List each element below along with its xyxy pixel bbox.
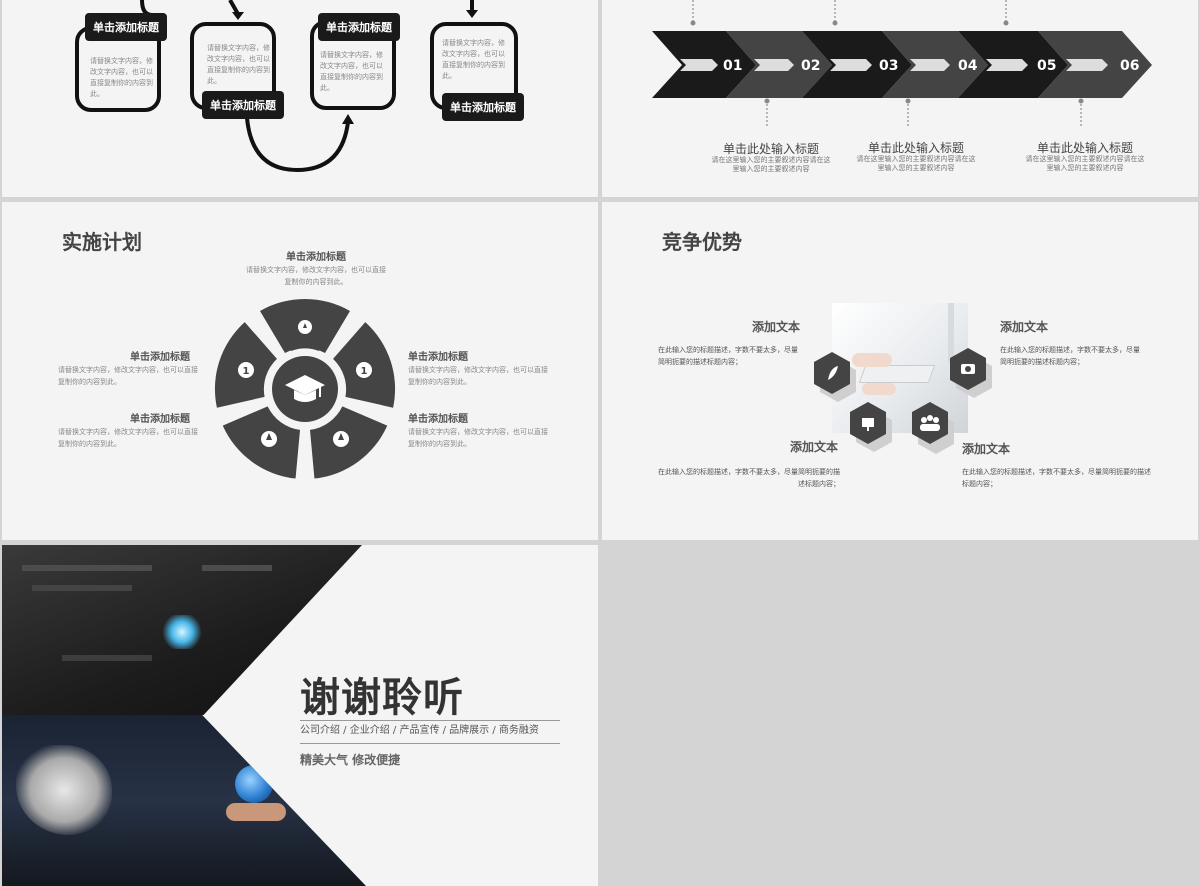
plan-label-top[interactable]: 单击添加标题 (286, 252, 346, 263)
chevron-timeline-graphic (652, 0, 1152, 128)
svg-text:1: 1 (361, 366, 368, 377)
plan-label-right-1[interactable]: 单击添加标题 (408, 352, 468, 363)
flow-text-2: 请替换文字内容，修改文字内容，也可以直接复制你的内容到此。 (207, 44, 270, 85)
step-03: 03 (879, 58, 899, 74)
step-05: 05 (1037, 58, 1057, 74)
camera-icon (968, 370, 969, 371)
timeline-title-1[interactable]: 单击此处输入标题 (722, 142, 819, 156)
thank-you-tagline: 精美大气 修改便捷 (300, 753, 401, 767)
timeline-sub-1: 请在这里输入您的主要叙述内容请在这里输入您的主要叙述内容 (711, 156, 831, 173)
advantage-label-3[interactable]: 添加文本 (789, 440, 838, 454)
advantage-label-1[interactable]: 添加文本 (751, 320, 800, 334)
plan-label-left-2[interactable]: 单击添加标题 (130, 414, 190, 425)
slide-timeline: 01 02 03 04 05 06 单击此处输入标题 单击此处输入标题 单击此处… (602, 0, 1198, 197)
timeline-sub-3: 请在这里输入您的主要叙述内容请在这里输入您的主要叙述内容 (1025, 155, 1145, 172)
plan-pie-graphic: 1 1 (214, 298, 396, 479)
step-06: 06 (1120, 58, 1140, 74)
monitor-icon (868, 424, 869, 425)
flow-label-1[interactable]: 单击添加标题 (85, 13, 167, 41)
advantage-label-2[interactable]: 添加文本 (1000, 320, 1049, 334)
flow-text-3: 请替换文字内容，修改文字内容，也可以直接复制你的内容到此。 (320, 51, 383, 92)
flow-label-3[interactable]: 单击添加标题 (318, 13, 400, 41)
timeline-sub-2: 请在这里输入您的主要叙述内容请在这里输入您的主要叙述内容 (856, 155, 976, 172)
plan-text-left-2: 请替换文字内容，修改文字内容，也可以直接复制你的内容到此。 (58, 428, 198, 448)
page-title: 实施计划 (62, 230, 142, 254)
step-02: 02 (801, 58, 821, 74)
thank-you-subtitle: 公司介绍 / 企业介绍 / 产品宣传 / 品牌展示 / 商务融资 (300, 725, 539, 736)
advantage-text-4: 在此输入您的标题描述，字数不要太多，尽量简明扼要的描述标题内容； (962, 468, 1151, 488)
advantage-label-4[interactable]: 添加文本 (962, 442, 1011, 456)
slide-process-flow: 单击添加标题 单击添加标题 单击添加标题 单击添加标题 请替换文字内容，修改文字… (2, 0, 598, 197)
plan-text-right-1: 请替换文字内容，修改文字内容，也可以直接复制你的内容到此。 (408, 366, 548, 386)
plan-text-right-2: 请替换文字内容，修改文字内容，也可以直接复制你的内容到此。 (408, 428, 548, 448)
plan-label-right-2[interactable]: 单击添加标题 (408, 414, 468, 425)
plan-text-top: 请替换文字内容，修改文字内容，也可以直接复制你的内容到此。 (246, 266, 386, 286)
step-04: 04 (958, 58, 978, 74)
page-title: 竞争优势 (662, 230, 742, 254)
plan-label-left-1[interactable]: 单击添加标题 (130, 352, 190, 363)
slide-thank-you: 谢谢聆听 公司介绍 / 企业介绍 / 产品宣传 / 品牌展示 / 商务融资 精美… (2, 545, 598, 886)
graduation-cap-icon (297, 504, 298, 505)
pen-icon (826, 370, 827, 371)
svg-text:1: 1 (243, 366, 250, 377)
flow-text-4: 请替换文字内容，修改文字内容，也可以直接复制你的内容到此。 (442, 39, 505, 80)
globe-hand-image (2, 715, 366, 886)
thank-you-title: 谢谢聆听 (300, 675, 464, 721)
slide-implementation-plan: 实施计划 1 1 单击添加标题 请 (2, 202, 598, 540)
users-icon (930, 424, 931, 425)
timeline-title-2[interactable]: 单击此处输入标题 (867, 141, 964, 155)
advantage-text-3: 在此输入您的标题描述，字数不要太多，尽量简明扼要的描述标题内容； (658, 468, 840, 488)
flow-text-1: 请替换文字内容，修改文字内容，也可以直接复制你的内容到此。 (90, 57, 153, 98)
advantage-text-2: 在此输入您的标题描述，字数不要太多，尽量简明扼要的描述标题内容； (1000, 346, 1140, 366)
timeline-title-3[interactable]: 单击此处输入标题 (1036, 141, 1133, 155)
hexagon-icons (814, 348, 992, 454)
flow-label-4[interactable]: 单击添加标题 (442, 93, 524, 121)
flow-label-2[interactable]: 单击添加标题 (202, 91, 284, 119)
step-01: 01 (723, 58, 743, 74)
plan-text-left-1: 请替换文字内容，修改文字内容，也可以直接复制你的内容到此。 (58, 366, 198, 386)
advantage-text-1: 在此输入您的标题描述，字数不要太多，尽量简明扼要的描述标题内容； (658, 346, 798, 366)
slide-competitive-advantage: 竞争优势 (602, 202, 1198, 540)
